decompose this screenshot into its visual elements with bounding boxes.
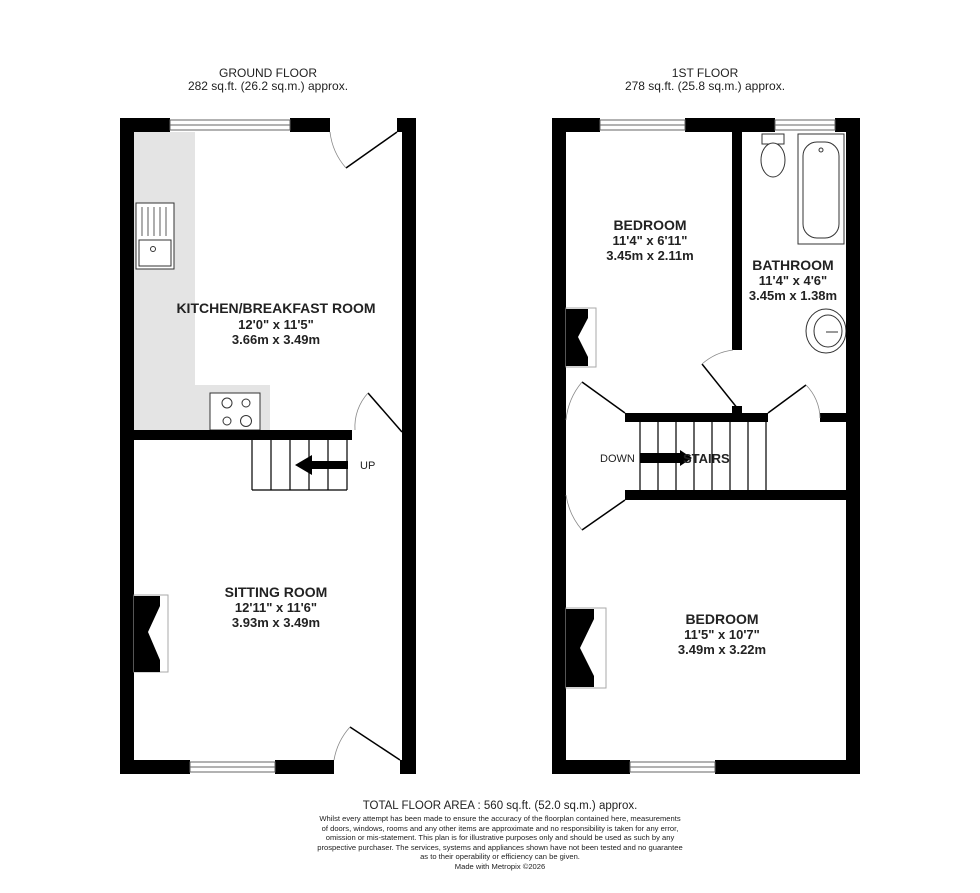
disclaimer-line: as to their operability or efficiency ca… <box>420 852 580 862</box>
hob-icon <box>209 392 261 431</box>
room-dimensions-imperial: 11'5" x 10'7" <box>684 627 760 642</box>
room-name: SITTING ROOM <box>225 584 328 600</box>
ground-floor-plan: UP KITCHEN/BREAKFAST ROOM 12'0" x 11'5" … <box>120 118 416 774</box>
stairs-up-label: UP <box>360 460 375 472</box>
kitchen-counter <box>134 132 270 430</box>
room-dimensions-imperial: 12'0" x 11'5" <box>238 317 314 332</box>
disclaimer-line: prospective purchaser. The services, sys… <box>317 842 683 852</box>
room-name: BEDROOM <box>685 611 758 627</box>
fireplace-icon <box>565 607 607 689</box>
room-name: BATHROOM <box>752 257 833 273</box>
toilet-icon <box>760 133 786 178</box>
room-name: KITCHEN/BREAKFAST ROOM <box>176 300 375 316</box>
window-icon <box>169 119 291 773</box>
room-dimensions-imperial: 12'11" x 11'6" <box>235 600 317 615</box>
arrow-right-icon <box>640 450 692 466</box>
room-name: BEDROOM <box>613 217 686 233</box>
disclaimer-line: omission or mis-statement. This plan is … <box>325 833 675 843</box>
bathtub-icon <box>797 133 845 245</box>
room-dimensions-metric: 3.93m x 3.49m <box>232 615 320 630</box>
disclaimer-line: of doors, windows, rooms and any other i… <box>321 823 679 833</box>
first-floor-plan: DOWN STAIRS BEDROOM 11'4" x 6'11" 3.45m … <box>552 118 860 774</box>
stairs-label: STAIRS <box>683 451 730 466</box>
disclaimer-line: Whilst every attempt has been made to en… <box>319 814 681 823</box>
disclaimer: Whilst every attempt has been made to en… <box>250 814 750 872</box>
credit: Made with Metropix ©2026 <box>454 861 546 871</box>
room-dimensions-imperial: 11'4" x 6'11" <box>613 233 688 248</box>
sink-icon <box>135 202 175 270</box>
room-dimensions-metric: 3.45m x 2.11m <box>606 248 693 263</box>
window-icon <box>599 119 836 773</box>
ground-floor-area: 282 sq.ft. (26.2 sq.m.) approx. <box>188 79 348 93</box>
door-icon <box>565 349 821 531</box>
footer: TOTAL FLOOR AREA : 560 sq.ft. (52.0 sq.m… <box>250 800 750 872</box>
ground-floor-title: GROUND FLOOR <box>219 66 317 80</box>
arrow-left-icon <box>295 455 348 475</box>
walls <box>120 118 416 774</box>
first-floor-title: 1ST FLOOR <box>672 66 739 80</box>
fireplace-icon <box>133 594 169 673</box>
door-icon <box>329 131 403 761</box>
room-dimensions-metric: 3.45m x 1.38m <box>749 288 837 303</box>
walls <box>552 118 860 774</box>
room-dimensions-imperial: 11'4" x 4'6" <box>759 273 827 288</box>
room-dimensions-metric: 3.49m x 3.22m <box>678 642 766 657</box>
room-dimensions-metric: 3.66m x 3.49m <box>232 332 320 347</box>
first-floor-area: 278 sq.ft. (25.8 sq.m.) approx. <box>625 79 785 93</box>
washbasin-icon <box>805 308 847 354</box>
total-floor-area: TOTAL FLOOR AREA : 560 sq.ft. (52.0 sq.m… <box>362 800 638 812</box>
fireplace-icon <box>565 307 597 368</box>
stairs-down-label: DOWN <box>600 453 635 465</box>
